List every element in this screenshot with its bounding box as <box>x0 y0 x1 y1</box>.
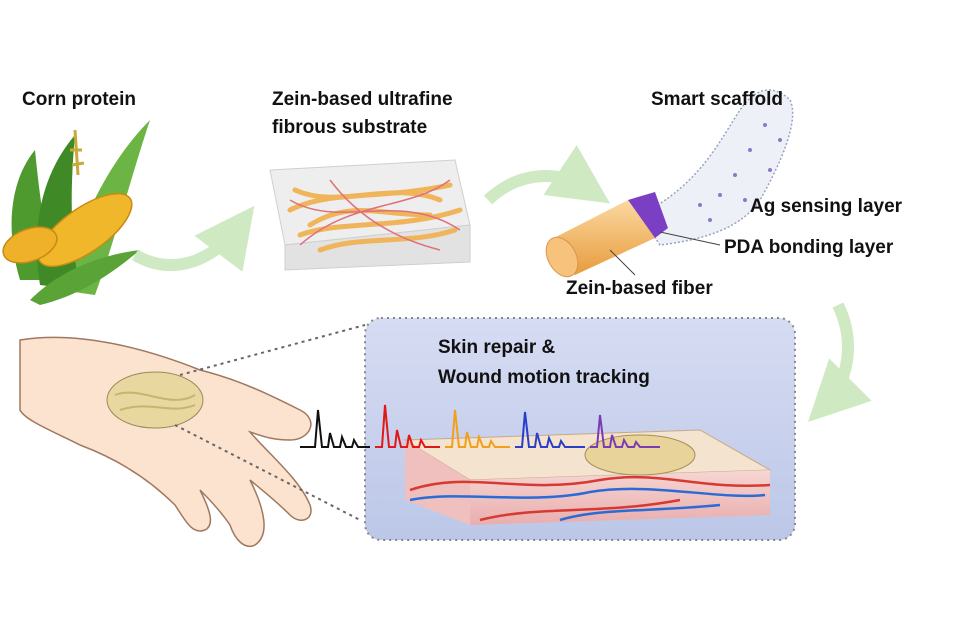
smart-scaffold <box>545 89 794 278</box>
signal-trace-blue <box>515 411 585 448</box>
smart-scaffold-label: Smart scaffold <box>651 89 783 110</box>
arrow-corn-to-substrate <box>132 205 255 272</box>
signal-trace-black <box>300 409 370 448</box>
fibrous-substrate-block <box>269 159 471 271</box>
panel-title-line1: Skin repair & <box>438 337 556 358</box>
corn-protein-label: Corn protein <box>22 89 136 110</box>
ag-sensing-layer-label: Ag sensing layer <box>750 196 903 217</box>
motion-signal-traces <box>300 404 660 448</box>
hand-illustration <box>19 336 312 547</box>
signal-trace-purple <box>590 414 660 448</box>
skin-cross-section <box>403 429 772 525</box>
substrate-label-line2: fibrous substrate <box>272 117 428 138</box>
panel-title-line2: Wound motion tracking <box>438 367 650 388</box>
signal-trace-red <box>375 404 440 448</box>
corn-illustration <box>2 120 150 305</box>
arrow-substrate-to-scaffold <box>483 145 610 205</box>
pda-bonding-layer-label: PDA bonding layer <box>724 237 894 258</box>
substrate-label-line1: Zein-based ultrafine <box>272 89 453 110</box>
zoom-line-top <box>179 324 366 376</box>
signal-trace-orange <box>445 409 510 448</box>
zein-fiber-label: Zein-based fiber <box>566 278 713 299</box>
arrow-scaffold-to-panel <box>808 302 872 422</box>
